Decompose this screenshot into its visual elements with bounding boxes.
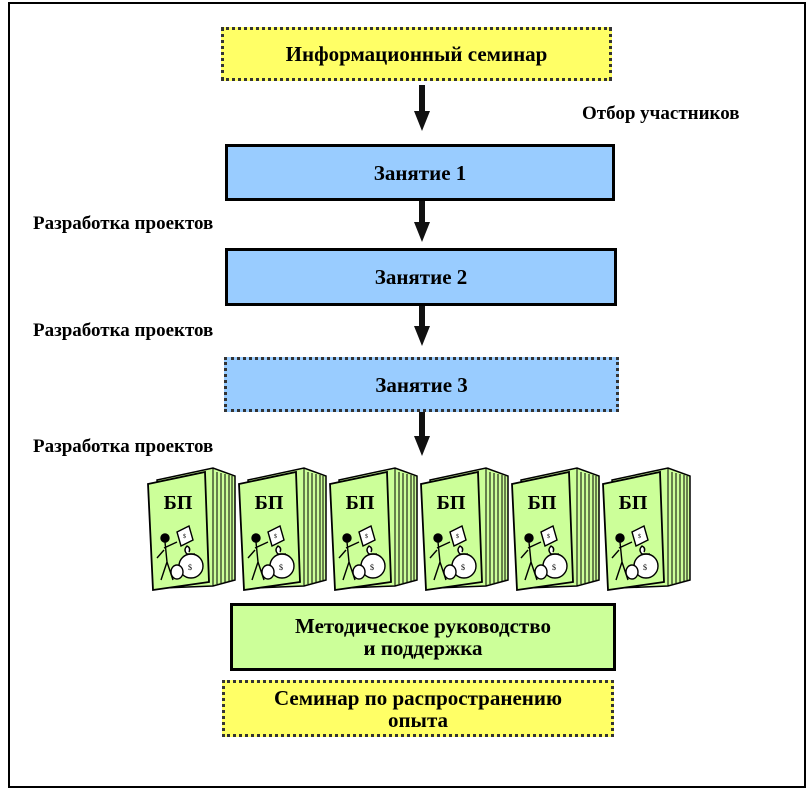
methodical-guidance-line-1: Методическое руководство bbox=[295, 614, 551, 638]
business-plan-book: $$БП bbox=[416, 462, 514, 592]
book-label: БП bbox=[345, 492, 375, 514]
lesson-3-text: Занятие 3 bbox=[375, 372, 468, 397]
lesson-1-text: Занятие 1 bbox=[373, 160, 467, 185]
dissemination-seminar-box: Семинар по распространению опыта bbox=[222, 680, 614, 737]
svg-text:$: $ bbox=[188, 563, 192, 572]
lesson-3-box: Занятие 3 bbox=[224, 357, 619, 412]
lesson-1-box: Занятие 1 bbox=[225, 144, 615, 201]
svg-text:$: $ bbox=[461, 563, 465, 572]
dev-label-2: Разработка проектов bbox=[33, 320, 214, 341]
methodical-guidance-box: Методическое руководство и поддержка bbox=[230, 603, 616, 671]
lesson-2-text: Занятие 2 bbox=[374, 265, 468, 289]
book-label: БП bbox=[163, 492, 193, 514]
book-icon: $$ bbox=[329, 467, 418, 592]
svg-text:$: $ bbox=[183, 533, 186, 540]
business-plan-book: $$БП bbox=[325, 462, 423, 592]
svg-text:$: $ bbox=[638, 533, 641, 540]
book-icon: $$ bbox=[147, 467, 236, 592]
business-plan-book: $$БП bbox=[598, 462, 696, 592]
info-seminar-box: Информационный семинар bbox=[221, 27, 612, 81]
svg-text:$: $ bbox=[643, 563, 647, 572]
info-seminar-text: Информационный семинар bbox=[285, 42, 548, 66]
diagram-frame bbox=[8, 2, 806, 788]
svg-text:$: $ bbox=[547, 533, 550, 540]
dissemination-seminar-line-2: опыта bbox=[387, 707, 449, 732]
svg-text:$: $ bbox=[456, 533, 459, 540]
selection-label: Отбор участников bbox=[582, 103, 740, 124]
book-label: БП bbox=[436, 492, 466, 514]
methodical-guidance-line-2: и поддержка bbox=[363, 636, 483, 660]
arrow-down-icon bbox=[414, 198, 430, 242]
book-icon: $$ bbox=[238, 467, 327, 592]
svg-text:$: $ bbox=[365, 533, 368, 540]
book-icon: $$ bbox=[511, 467, 600, 592]
dev-label-1: Разработка проектов bbox=[33, 213, 214, 234]
arrow-down-icon bbox=[414, 410, 430, 456]
business-plan-book: $$БП bbox=[234, 462, 332, 592]
svg-text:$: $ bbox=[279, 563, 283, 572]
arrow-down-icon bbox=[414, 85, 430, 131]
svg-text:$: $ bbox=[274, 533, 277, 540]
svg-text:$: $ bbox=[552, 563, 556, 572]
dissemination-seminar-line-1: Семинар по распространению bbox=[273, 685, 563, 710]
book-icon: $$ bbox=[602, 467, 691, 592]
book-icon: $$ bbox=[420, 467, 509, 592]
arrow-down-icon bbox=[414, 304, 430, 346]
book-label: БП bbox=[527, 492, 557, 514]
business-plan-book: $$БП bbox=[507, 462, 605, 592]
dev-label-3: Разработка проектов bbox=[33, 436, 214, 457]
book-label: БП bbox=[254, 492, 284, 514]
book-label: БП bbox=[618, 492, 648, 514]
svg-text:$: $ bbox=[370, 563, 374, 572]
business-plan-book: $$БП bbox=[143, 462, 241, 592]
lesson-2-box: Занятие 2 bbox=[225, 248, 617, 306]
